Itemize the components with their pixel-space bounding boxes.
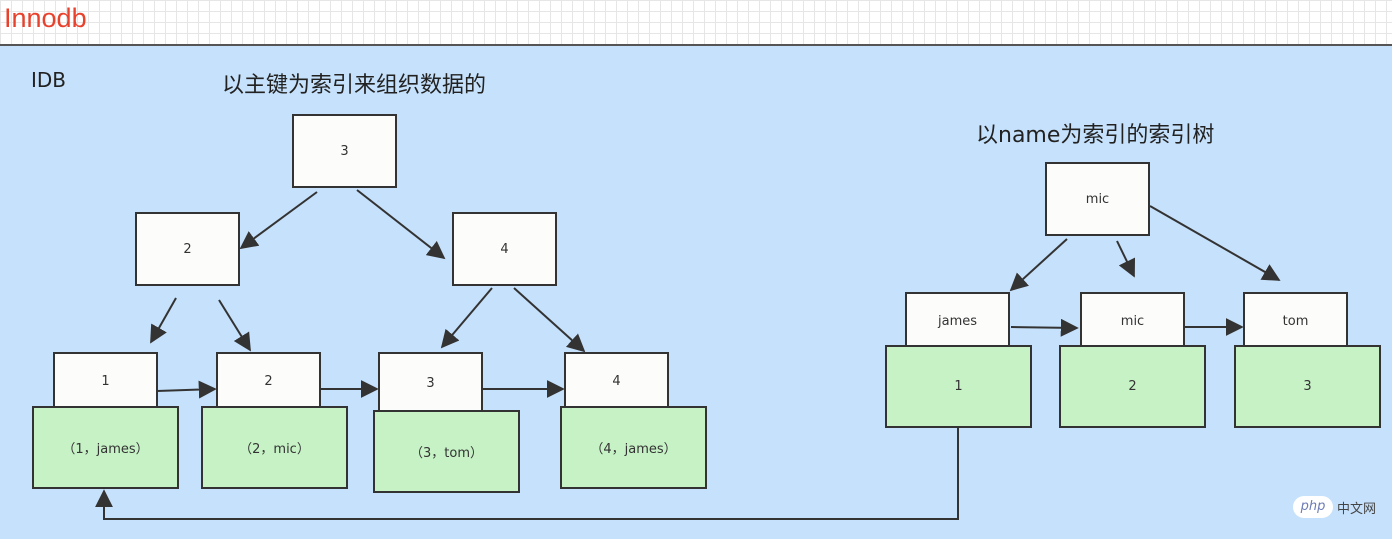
watermark-text: 中文网 — [1337, 501, 1377, 517]
php-watermark: php 中文网 — [1293, 495, 1376, 519]
primary-node-4: 4 — [452, 212, 557, 286]
diagram-title: Innodb — [4, 3, 87, 33]
edge-4-to-leaf-3 — [440, 287, 493, 349]
secondary-root-node: mic — [1045, 162, 1150, 236]
secondary-tree-heading: 以name为索引的索引树 — [976, 123, 1215, 148]
edge-pk-lookup — [95, 427, 959, 520]
secondary-leaf-pk-1: 1 — [885, 345, 1032, 428]
secondary-leaf-pk-3: 3 — [1234, 345, 1381, 428]
primary-leaf-row-2: （2，mic） — [201, 406, 348, 489]
secondary-leaf-pk-2: 2 — [1059, 345, 1206, 428]
secondary-leaf-key-james: james — [905, 292, 1010, 350]
edge-root-to-2 — [239, 191, 318, 250]
edge-sec-james-to-mic — [1010, 318, 1079, 337]
edge-2-to-leaf-2 — [218, 299, 251, 352]
edge-leaf-1-to-2 — [156, 380, 217, 399]
primary-tree-heading: 以主键为索引来组织数据的 — [222, 73, 487, 98]
edge-2-to-leaf-1 — [150, 297, 177, 344]
idb-label: IDB — [31, 68, 67, 92]
php-logo: php — [1293, 496, 1333, 518]
primary-leaf-key-3: 3 — [378, 352, 483, 414]
primary-node-2: 2 — [135, 212, 240, 286]
edge-root-to-4 — [356, 189, 446, 260]
secondary-leaf-key-mic: mic — [1080, 292, 1185, 350]
primary-leaf-key-4: 4 — [564, 352, 669, 410]
grid-header — [0, 0, 1392, 44]
edge-mic-to-james — [1009, 238, 1068, 292]
primary-leaf-row-3: （3，tom） — [373, 410, 520, 493]
primary-leaf-key-2: 2 — [216, 352, 321, 410]
primary-leaf-row-4: （4，james） — [560, 406, 707, 489]
edge-mic-to-mic — [1116, 240, 1136, 278]
primary-leaf-key-1: 1 — [53, 352, 158, 410]
edge-4-to-leaf-4 — [513, 287, 586, 353]
secondary-leaf-key-tom: tom — [1243, 292, 1348, 350]
primary-leaf-row-1: （1，james） — [32, 406, 179, 489]
primary-root-node: 3 — [292, 114, 397, 188]
edge-mic-to-tom — [1149, 205, 1281, 281]
